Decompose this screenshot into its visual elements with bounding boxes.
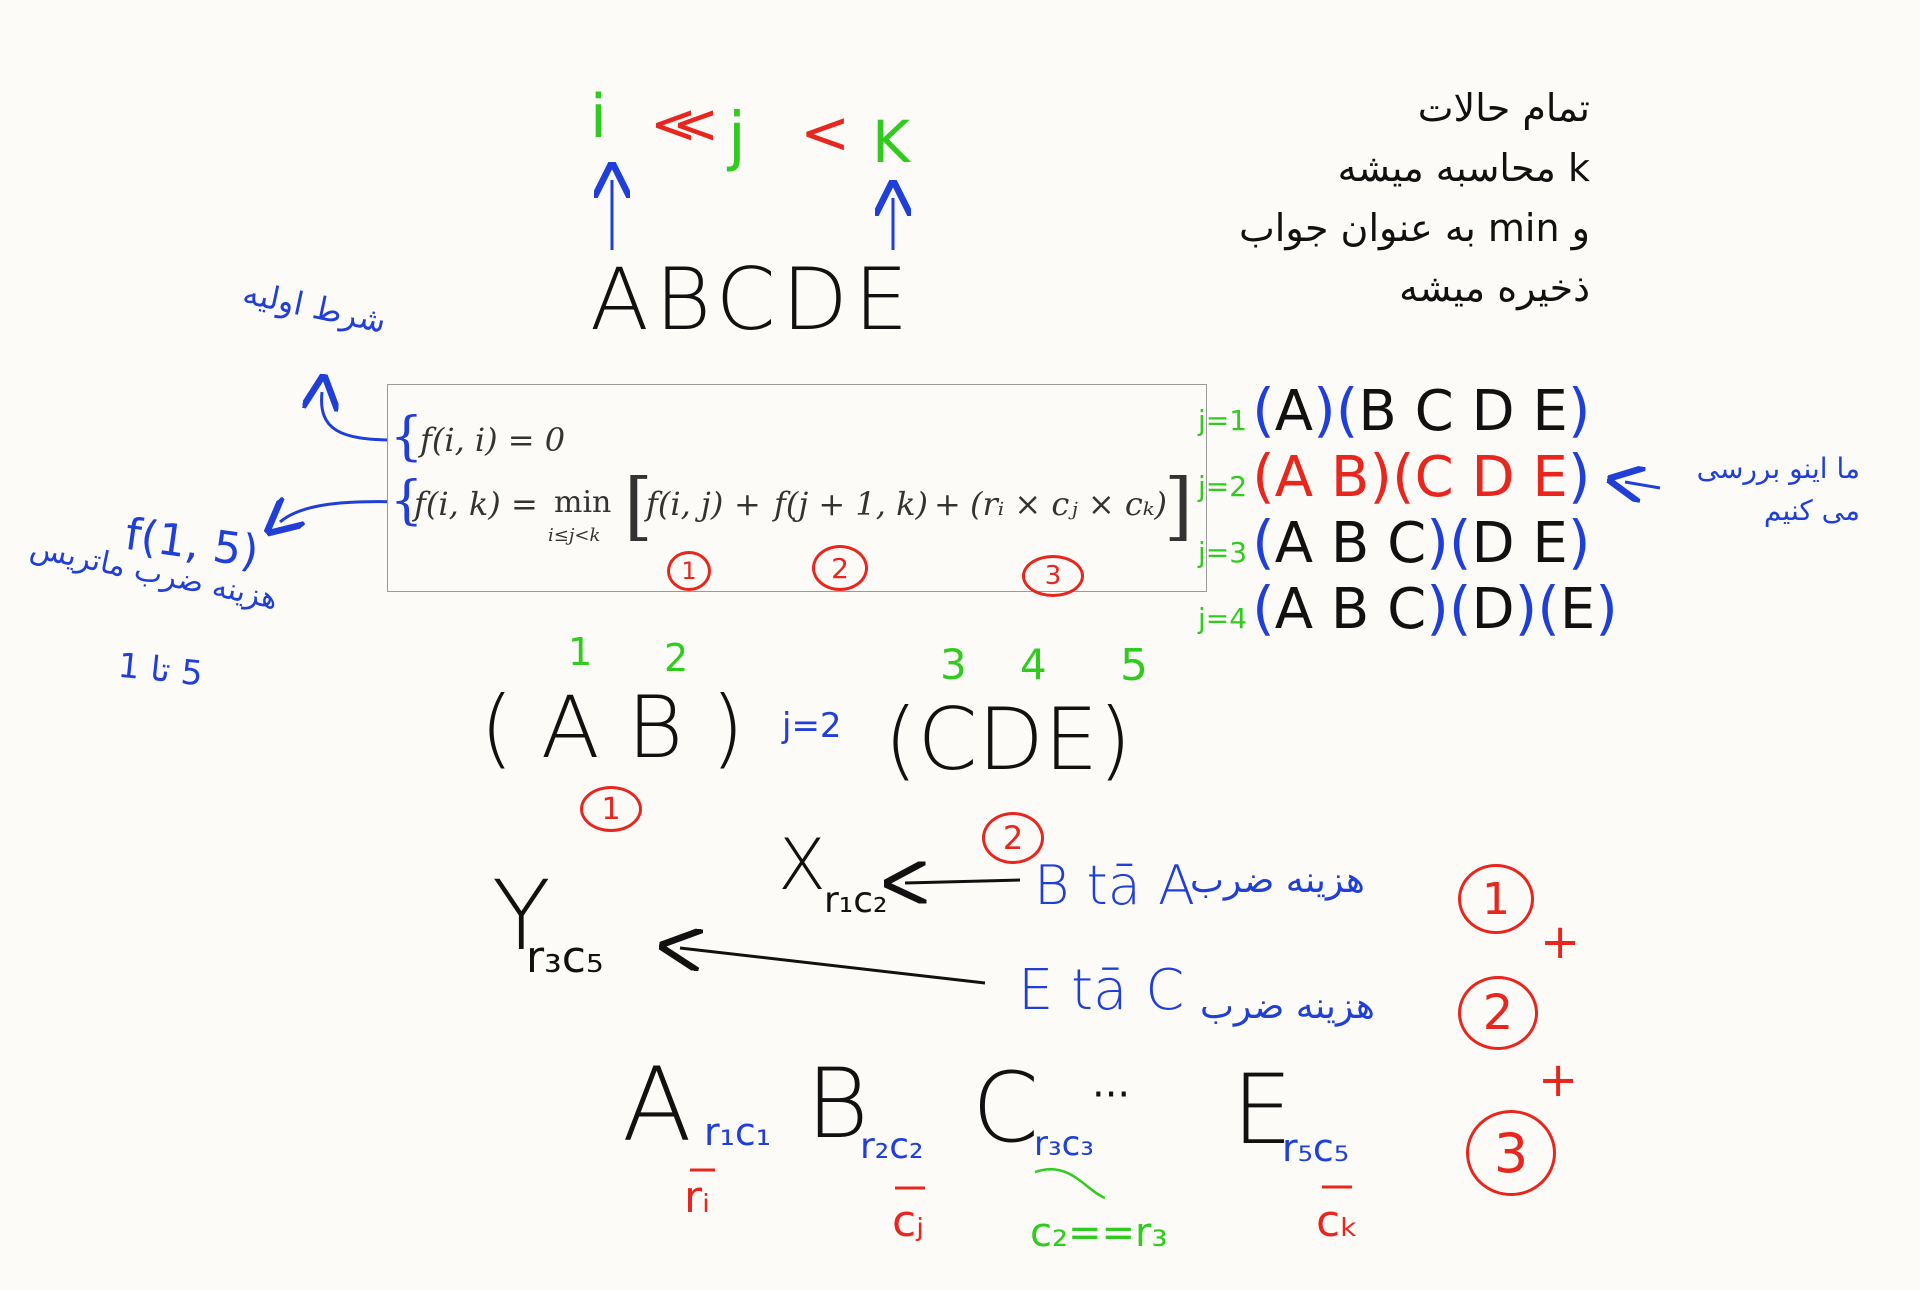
formula-num-2: 2 (831, 551, 849, 585)
note-line-3: و min به عنوان جواب (1239, 206, 1590, 250)
matrix-b-sub: r₂c₂ (860, 1126, 924, 1167)
result-x-sub: r₁c₂ (824, 880, 888, 921)
result-y: Y (492, 860, 551, 972)
note-line-4: ذخیره میشه (1399, 266, 1590, 310)
split-group: A B C (1274, 577, 1427, 642)
formula-min-sub: i≤j<k (548, 525, 601, 546)
brace-rec: { (390, 471, 424, 531)
formula-term1: f(i, j) (646, 485, 724, 523)
split-group: A B C (1274, 511, 1427, 576)
split-label: j=4 (1198, 602, 1248, 635)
bracket-right: ] (1164, 463, 1193, 549)
group-j-label: j=2 (782, 706, 842, 746)
matrix-c: C (972, 1052, 1040, 1164)
formula-rec-lhs: f(i, k) = (414, 485, 538, 523)
arrow-recurrence-note (280, 502, 399, 522)
formula-term3: (rᵢ × cⱼ × cₖ) (970, 485, 1167, 523)
order-i: i (590, 82, 607, 152)
bracket-left: [ (624, 463, 653, 549)
matrix-c-sub: r₃c₃ (1034, 1124, 1094, 1164)
note-line-1: تمام حالات (1417, 86, 1590, 130)
split-row-4: j=4 (A B C)(D)(E) (1198, 574, 1618, 642)
order-lt1b: < (672, 92, 719, 157)
brace-base: { (390, 407, 424, 467)
formula-num-3: 3 (1044, 561, 1062, 591)
split-group: D E (1471, 511, 1568, 576)
formula-circle-2: 2 (812, 545, 868, 591)
group-circle-2: 2 (982, 812, 1044, 864)
row3-num: 3 (1493, 1121, 1529, 1185)
arrow-base-note (322, 392, 396, 442)
split-row-3: j=3 (A B C)(D E) (1198, 508, 1591, 576)
split-group: C D E (1414, 445, 1568, 510)
matrix-b: B (806, 1048, 869, 1160)
row1-circle: 1 (1458, 864, 1534, 934)
index-5: 5 (1120, 640, 1148, 691)
split-note: ما اینو بررسی می کنیم (1660, 448, 1860, 532)
row2-circle: 2 (1458, 976, 1538, 1050)
group-right: (CDE) (884, 690, 1132, 790)
split-list: j=1 (A)(B C D E) j=2 (A B)(C D E) j=3 (A… (1198, 376, 1618, 642)
split-group: E (1559, 577, 1596, 642)
split-row-2: j=2 (A B)(C D E) (1198, 442, 1591, 510)
row2-expr: E tā C (1018, 958, 1185, 1023)
split-label: j=1 (1198, 404, 1248, 437)
row3-circle: 3 (1466, 1110, 1556, 1196)
formula-term2: f(j + 1, k) (774, 485, 928, 523)
formula-circle-3: 3 (1022, 555, 1084, 597)
order-lt2: < (800, 98, 851, 168)
label-ri: rᵢ (684, 1172, 710, 1223)
arrow-to-x (905, 880, 1021, 883)
label-eq: c₂==r₃ (1030, 1210, 1168, 1256)
arrow-c2-r3 (1034, 1168, 1106, 1200)
label-cj: cⱼ (892, 1196, 924, 1247)
split-row-1: j=1 (A)(B C D E) (1198, 376, 1591, 444)
formula-box: { { f(i, i) = 0 f(i, k) = min i≤j<k [ f(… (387, 384, 1207, 592)
result-y-sub: r₃c₅ (526, 932, 604, 983)
split-label: j=3 (1198, 536, 1248, 569)
row1-num: 1 (1482, 873, 1510, 925)
index-1: 1 (568, 630, 593, 674)
plus-1: + (1540, 914, 1581, 970)
row1-cost: هزینه ضرب (1190, 860, 1365, 901)
matrix-dots: ··· (1092, 1072, 1131, 1118)
split-note-line-1: ما اینو بررسی (1696, 452, 1860, 485)
row2-cost: هزینه ضرب (1200, 986, 1375, 1027)
group-left: ( A B ) (480, 678, 745, 778)
formula-num-1: 1 (681, 557, 697, 585)
split-group: A (1274, 379, 1314, 444)
result-x: X (778, 824, 826, 906)
label-ck: cₖ (1316, 1196, 1359, 1247)
row1-expr: B tā A (1034, 854, 1195, 917)
formula-min: min (554, 485, 612, 520)
formula-plus2: + (934, 485, 961, 523)
word-abcde: ABCDE (590, 250, 915, 350)
arrow-to-y (680, 948, 986, 985)
note-top-right: تمام حالات k محاسبه میشه و min به عنوان … (1230, 78, 1590, 318)
matrix-e-sub: r₅c₅ (1282, 1126, 1349, 1170)
group-num-2: 2 (1002, 819, 1024, 857)
group-num-1: 1 (601, 791, 621, 827)
plus-2: + (1538, 1052, 1579, 1108)
index-3: 3 (940, 640, 967, 689)
split-group: B C D E (1358, 379, 1568, 444)
split-group: A B (1274, 445, 1370, 510)
note-line-2: k محاسبه میشه (1337, 146, 1590, 190)
split-label: j=2 (1198, 470, 1248, 503)
matrix-a-sub: r₁c₁ (704, 1110, 771, 1154)
formula-base: f(i, i) = 0 (420, 421, 566, 459)
matrix-a: A (622, 1046, 692, 1165)
split-group: D (1471, 577, 1515, 642)
order-j: j (728, 100, 746, 174)
matrix-e: E (1232, 1054, 1293, 1166)
formula-plus1: + (734, 485, 761, 523)
split-note-line-2: می کنیم (1763, 494, 1860, 527)
arrow-split-note (1625, 482, 1661, 488)
order-k: K (872, 108, 911, 176)
row2-num: 2 (1482, 985, 1514, 1041)
formula-circle-1: 1 (667, 551, 711, 591)
index-2: 2 (664, 636, 689, 680)
group-circle-1: 1 (580, 786, 642, 832)
index-4: 4 (1020, 640, 1047, 689)
